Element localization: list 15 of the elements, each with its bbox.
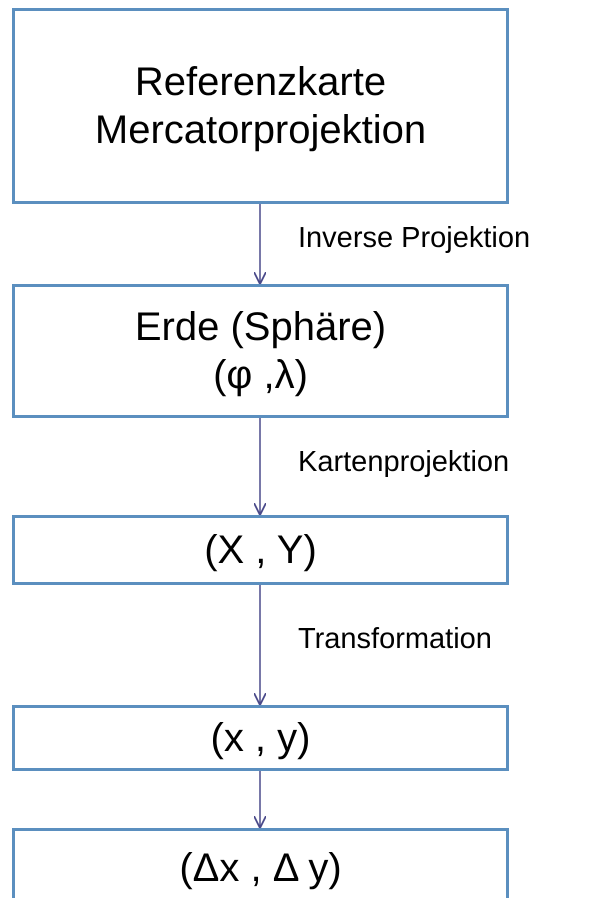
node-text: Referenzkarte Mercatorprojektion [94,59,428,154]
process-box [12,515,509,585]
arrow [253,418,267,516]
arrow [253,771,267,829]
process-box [12,284,509,418]
process-box [12,705,509,771]
arrow [253,585,267,706]
node-text: (X , Y) [204,527,317,574]
node-text: (x , y) [210,715,310,762]
arrow [253,204,267,285]
process-box [12,828,509,898]
node-text: Erde (Sphäre) [134,304,386,351]
node-text: (Δx , Δ y) [179,845,342,892]
process-box [12,8,509,204]
node-text: (φ ,λ) [213,352,308,399]
